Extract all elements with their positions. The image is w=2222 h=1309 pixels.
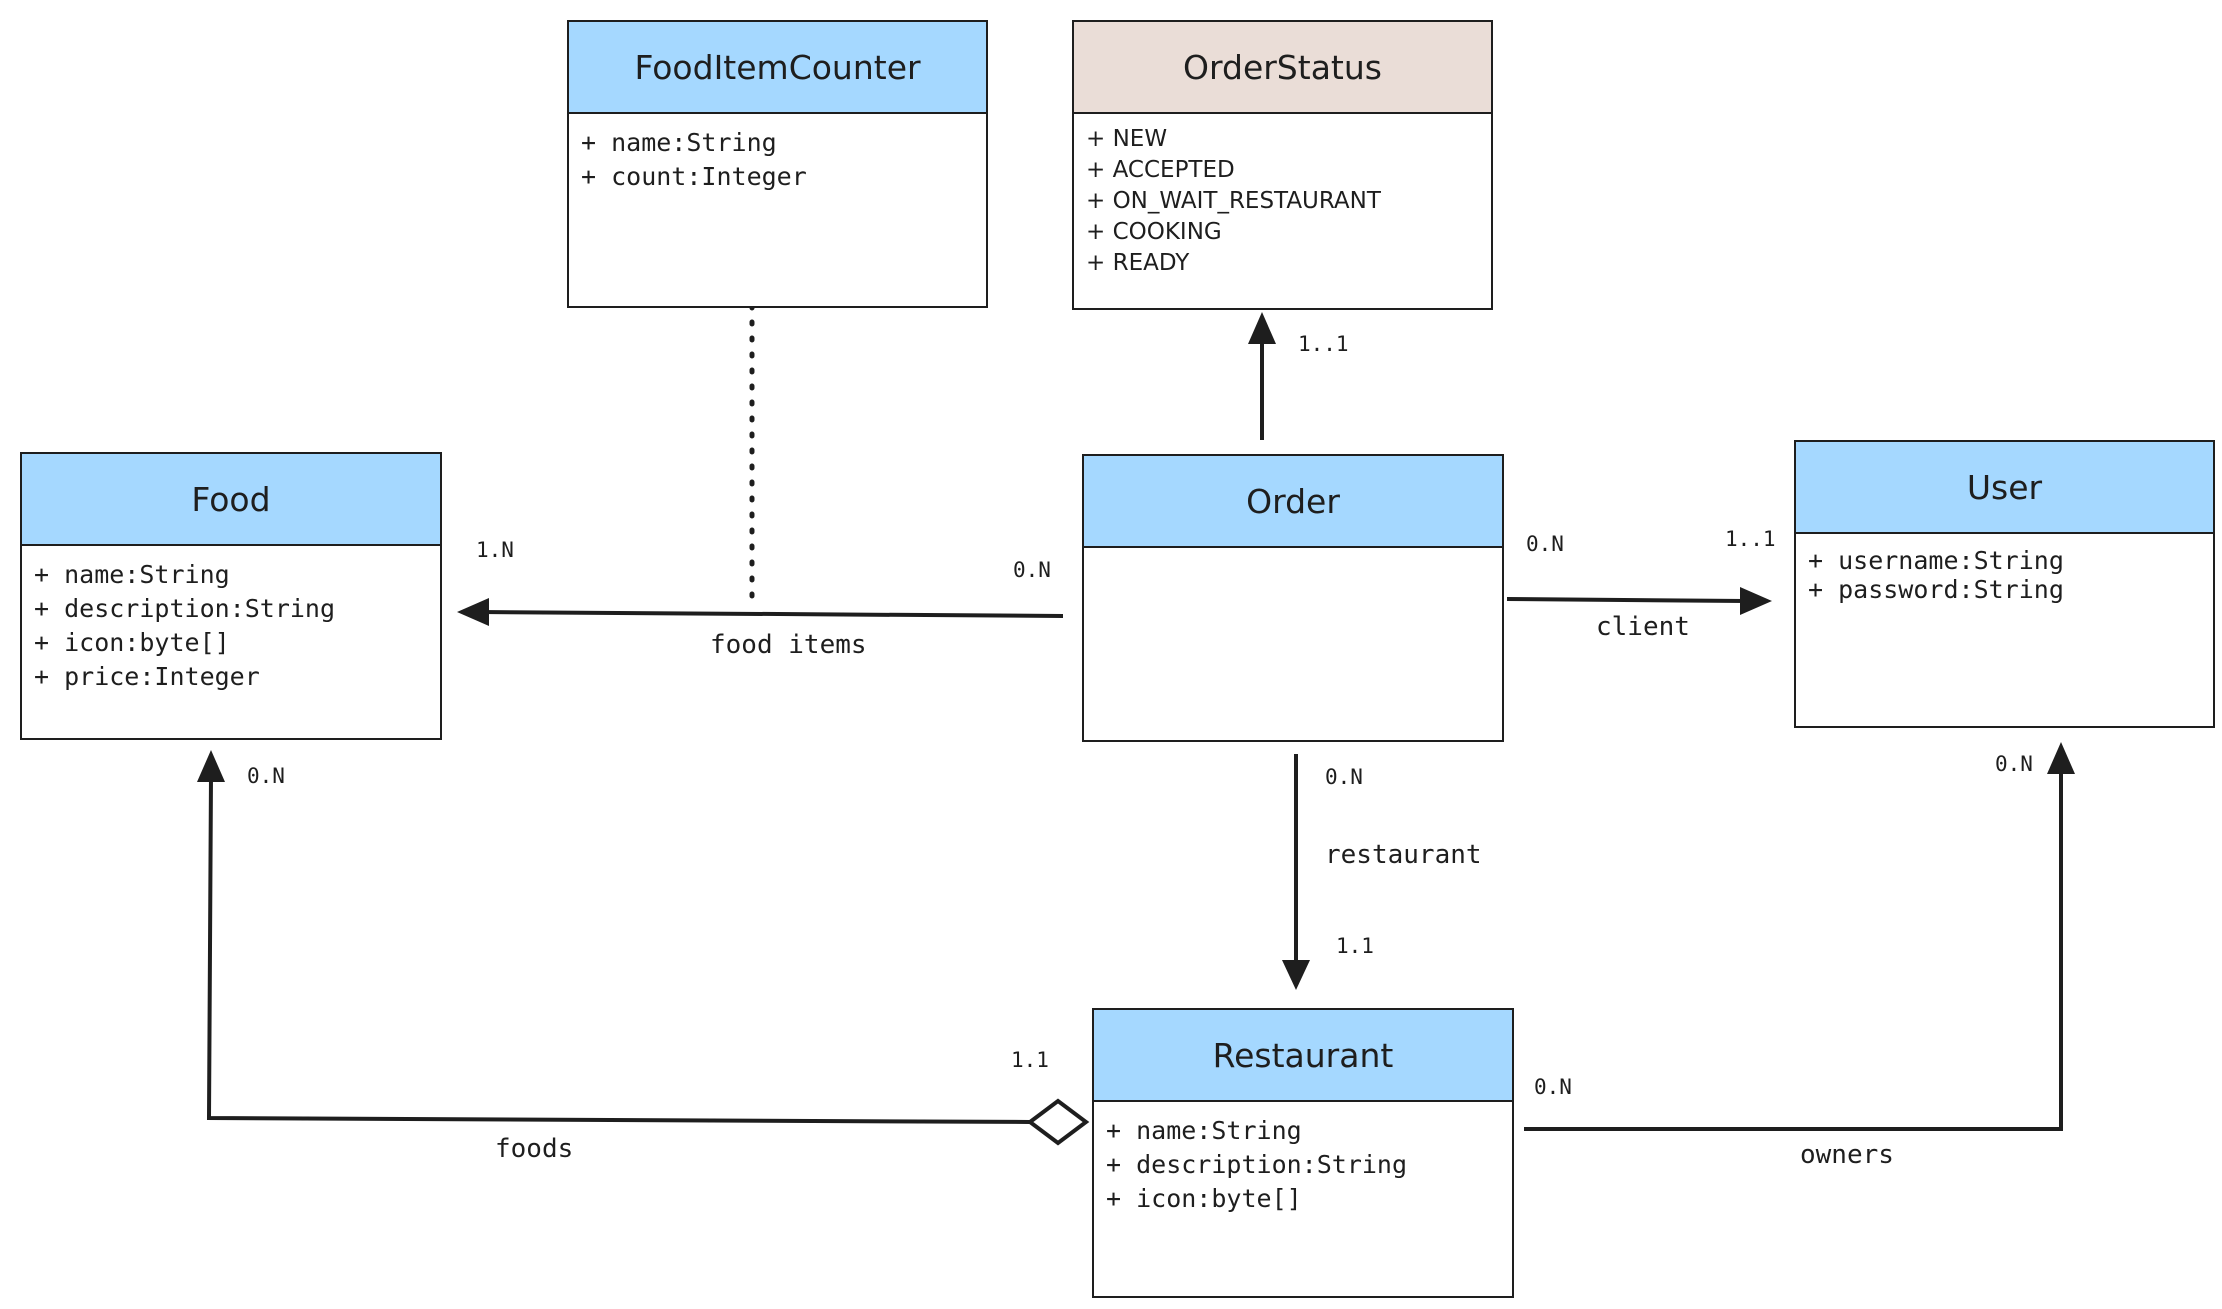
owners-association — [1524, 770, 2063, 1131]
foods-source-multiplicity: 1.1 — [1011, 1048, 1049, 1072]
client-arrowhead — [1740, 587, 1772, 615]
food-header: Food — [22, 454, 440, 546]
user-title: User — [1966, 467, 2043, 507]
owners-source-multiplicity: 0.N — [1534, 1075, 1572, 1099]
restaurant-class[interactable]: Restaurant + name:String + description:S… — [1092, 1008, 1514, 1298]
attribute-row: + description:String — [34, 594, 336, 623]
enum-value: + ACCEPTED — [1086, 157, 1235, 183]
order-status-header: OrderStatus — [1074, 22, 1491, 114]
food-item-counter-title: FoodItemCounter — [634, 47, 921, 87]
client-target-multiplicity: 1..1 — [1725, 527, 1776, 551]
attribute-row: + password:String — [1808, 575, 2064, 604]
food-item-counter-header: FoodItemCounter — [569, 22, 986, 114]
attribute-row: + name:String — [581, 128, 777, 157]
restaurant-arrowhead — [1282, 960, 1310, 990]
restaurant-title: Restaurant — [1212, 1035, 1394, 1075]
foods-target-multiplicity: 0.N — [247, 764, 285, 788]
food-title: Food — [191, 479, 271, 519]
order-class[interactable]: Order — [1082, 454, 1504, 742]
user-attributes: + username:String + password:String — [1796, 534, 2213, 616]
attribute-row: + price:Integer — [34, 662, 260, 691]
order-header: Order — [1084, 456, 1502, 548]
attribute-row: + name:String — [1106, 1116, 1302, 1145]
foods-role-label: foods — [495, 1134, 574, 1164]
attribute-row: + count:Integer — [581, 162, 807, 191]
user-header: User — [1796, 442, 2213, 534]
food-items-source-multiplicity: 0.N — [1013, 558, 1051, 582]
attribute-row: + icon:byte[] — [1106, 1184, 1302, 1213]
enum-value: + NEW — [1086, 126, 1168, 152]
order-status-class[interactable]: OrderStatus + NEW + ACCEPTED + ON_WAIT_R… — [1072, 20, 1493, 310]
food-item-counter-attributes: + name:String + count:Integer — [569, 114, 986, 206]
foods-aggregation-diamond — [1026, 1098, 1090, 1146]
enum-value: + ON_WAIT_RESTAURANT — [1086, 188, 1381, 214]
enum-value: + COOKING — [1086, 219, 1222, 245]
order-status-target-multiplicity: 1..1 — [1298, 332, 1349, 356]
restaurant-attributes: + name:String + description:String + ico… — [1094, 1102, 1512, 1228]
client-role-label: client — [1596, 612, 1690, 642]
attribute-row: + icon:byte[] — [34, 628, 230, 657]
attribute-row: + username:String — [1808, 546, 2064, 575]
restaurant-header: Restaurant — [1094, 1010, 1512, 1102]
owners-role-label: owners — [1800, 1140, 1894, 1170]
enum-value: + READY — [1086, 250, 1190, 276]
attribute-row: + description:String — [1106, 1150, 1408, 1179]
food-items-association — [479, 610, 1064, 618]
food-attributes: + name:String + description:String + ico… — [22, 546, 440, 706]
food-class[interactable]: Food + name:String + description:String … — [20, 452, 442, 740]
order-attributes — [1084, 548, 1502, 572]
client-source-multiplicity: 0.N — [1526, 532, 1564, 556]
restaurant-target-multiplicity: 1.1 — [1336, 934, 1374, 958]
foods-arrowhead — [197, 750, 225, 782]
user-class[interactable]: User + username:String + password:String — [1794, 440, 2215, 728]
food-item-counter-class[interactable]: FoodItemCounter + name:String + count:In… — [567, 20, 988, 308]
food-items-role-label: food items — [710, 630, 867, 660]
restaurant-source-multiplicity: 0.N — [1325, 765, 1363, 789]
foods-aggregation — [206, 775, 1031, 1124]
restaurant-role-label: restaurant — [1325, 840, 1482, 870]
owners-arrowhead — [2047, 742, 2075, 774]
food-items-target-multiplicity: 1.N — [476, 538, 514, 562]
order-status-arrowhead — [1248, 312, 1276, 344]
owners-target-multiplicity: 0.N — [1995, 752, 2033, 776]
attribute-row: + name:String — [34, 560, 230, 589]
order-status-values: + NEW + ACCEPTED + ON_WAIT_RESTAURANT + … — [1074, 114, 1491, 291]
client-association — [1506, 597, 1746, 603]
order-status-title: OrderStatus — [1183, 47, 1382, 87]
food-items-arrowhead — [457, 598, 489, 626]
order-title: Order — [1246, 481, 1340, 521]
